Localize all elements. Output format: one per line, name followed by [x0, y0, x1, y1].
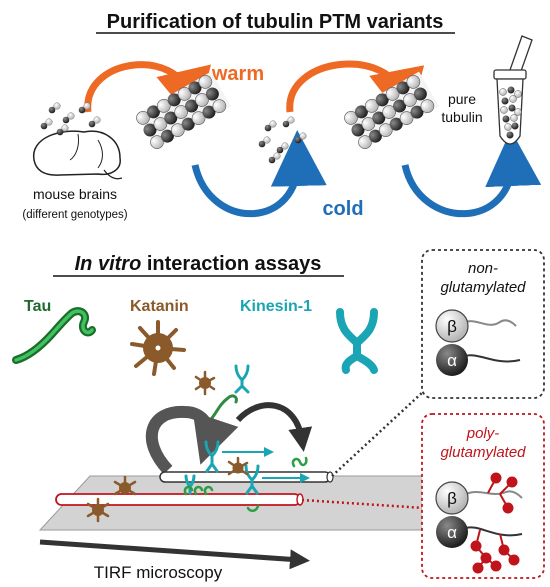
walking-kinesin-1: [204, 440, 220, 473]
product-label-line2: tubulin: [441, 109, 482, 125]
assay-microtubule-glutamylated: [55, 493, 304, 506]
assay-microtubule-unmodified: [159, 471, 334, 483]
tirf-arrow: [39, 539, 310, 570]
top-title: Purification of tubulin PTM variants: [107, 11, 444, 33]
floating-katanin: [194, 370, 216, 396]
bottom-title: In vitro interaction assays: [75, 253, 322, 275]
product-label-line1: pure: [448, 91, 476, 107]
bottom-title-rest: interaction assays: [141, 253, 321, 275]
microtubule-1: [136, 71, 232, 150]
free-tubulin-dimers-middle: [258, 116, 307, 164]
poly-glut-beta-subunit: [435, 481, 469, 515]
bound-katanin-1: [227, 456, 249, 476]
warm-arrow-2: [286, 60, 425, 126]
tau-icon: [12, 307, 96, 364]
poly-glut-beta-symbol: β: [447, 489, 457, 508]
microtubule-2: [344, 71, 440, 150]
poly-glut-alpha-tail: [465, 526, 523, 537]
cold-arrow-2: [401, 130, 542, 218]
bound-katanin-2: [113, 475, 137, 496]
warm-label: warm: [211, 63, 264, 85]
cold-label: cold: [322, 198, 363, 220]
polyglutamate-chains: [470, 472, 520, 574]
binding-arrow-large: [145, 405, 239, 475]
non-glut-alpha-subunit: [436, 344, 468, 376]
non-glut-beta-subunit: [435, 309, 469, 343]
binding-arrow-small: [235, 402, 313, 452]
non-glut-beta-tail: [464, 319, 517, 327]
bound-tau-group: [183, 456, 308, 512]
warm-arrow-1: [84, 61, 211, 126]
method-label: TIRF microscopy: [94, 563, 223, 582]
walking-kinesin-2: [244, 464, 260, 495]
leader-line-non-glutamylated: [331, 390, 425, 477]
floating-tau: [210, 394, 238, 420]
poly-glutamylated-line1: poly-: [466, 425, 500, 442]
non-glutamylated-line2: glutamylated: [440, 279, 526, 296]
non-glut-beta-symbol: β: [447, 317, 457, 336]
source-sublabel: (different genotypes): [22, 209, 127, 221]
katanin-label: Katanin: [130, 298, 189, 315]
floating-kinesin: [234, 364, 250, 394]
tube-icon: [493, 35, 533, 145]
free-tubulin-dimers-left: [40, 102, 101, 136]
poly-glut-alpha-symbol: α: [447, 523, 457, 542]
kinesin-label: Kinesin-1: [240, 298, 312, 315]
tau-label: Tau: [24, 298, 51, 315]
poly-glut-alpha-subunit: [436, 516, 468, 548]
non-glut-alpha-tail: [464, 354, 521, 363]
bound-katanin-3: [86, 497, 110, 523]
bottom-title-italic: In vitro: [75, 253, 142, 275]
brain-icon: [33, 130, 123, 180]
katanin-icon: [130, 320, 186, 376]
leader-line-poly-glutamylated: [301, 498, 425, 510]
non-glutamylated-line1: non-: [468, 260, 498, 277]
kinesin-icon: [336, 308, 378, 374]
source-label: mouse brains: [33, 186, 117, 202]
cold-arrow-1: [191, 130, 327, 218]
poly-glut-beta-tail: [465, 490, 523, 499]
non-glut-alpha-symbol: α: [447, 351, 457, 370]
poly-glutamylated-line2: glutamylated: [440, 444, 526, 461]
